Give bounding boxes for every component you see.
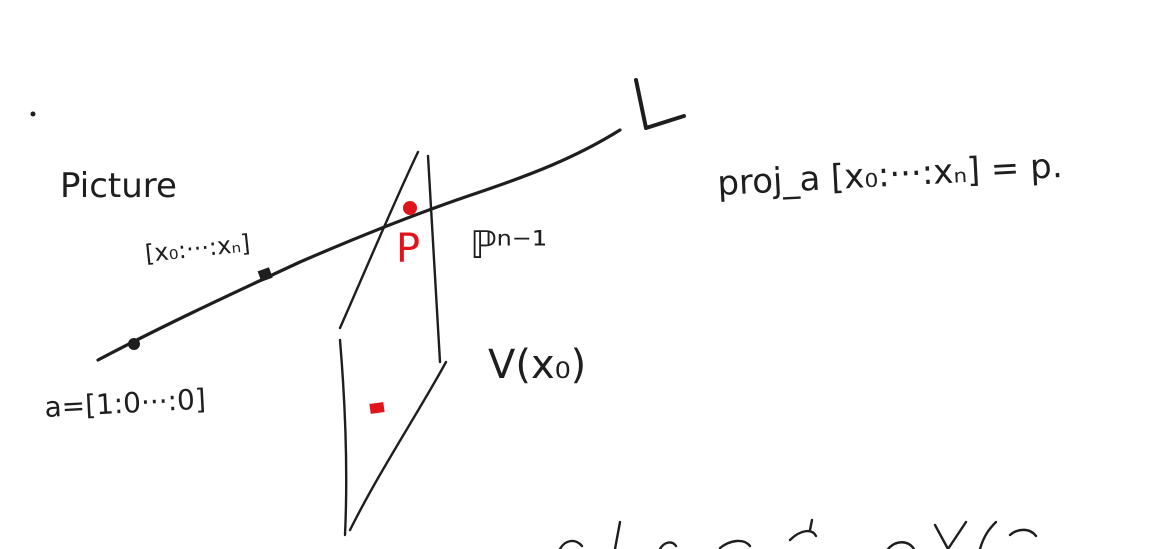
hyperplane-left-edge — [338, 150, 420, 330]
point-a-label: a=[1:0···:0] — [44, 383, 207, 424]
bottom-cutoff-handwriting — [558, 518, 1038, 549]
chart-red-dot — [369, 402, 385, 414]
hyperplane-bottom-right-edge — [348, 360, 448, 532]
line-L — [96, 128, 622, 362]
projection-formula: proj_a [x₀:···:xₙ] = p. — [716, 146, 1063, 204]
line-L-label: L — [660, 59, 661, 61]
letter-L-stroke — [634, 78, 686, 130]
point-a-dot — [128, 338, 140, 350]
point-x-label: [x₀:···:xₙ] — [144, 229, 252, 268]
projective-space-label: ℙⁿ⁻¹ — [470, 223, 547, 267]
point-p-dot — [403, 201, 417, 215]
point-p-label: P — [396, 226, 420, 272]
hyperplane-right-edge — [426, 154, 442, 364]
point-x-dot — [257, 267, 273, 282]
stray-ink-dot — [30, 111, 36, 117]
hyperplane-bottom-left-edge — [338, 338, 348, 537]
picture-label: Picture — [60, 166, 177, 206]
affine-chart-label: V(x₀) — [488, 342, 586, 388]
